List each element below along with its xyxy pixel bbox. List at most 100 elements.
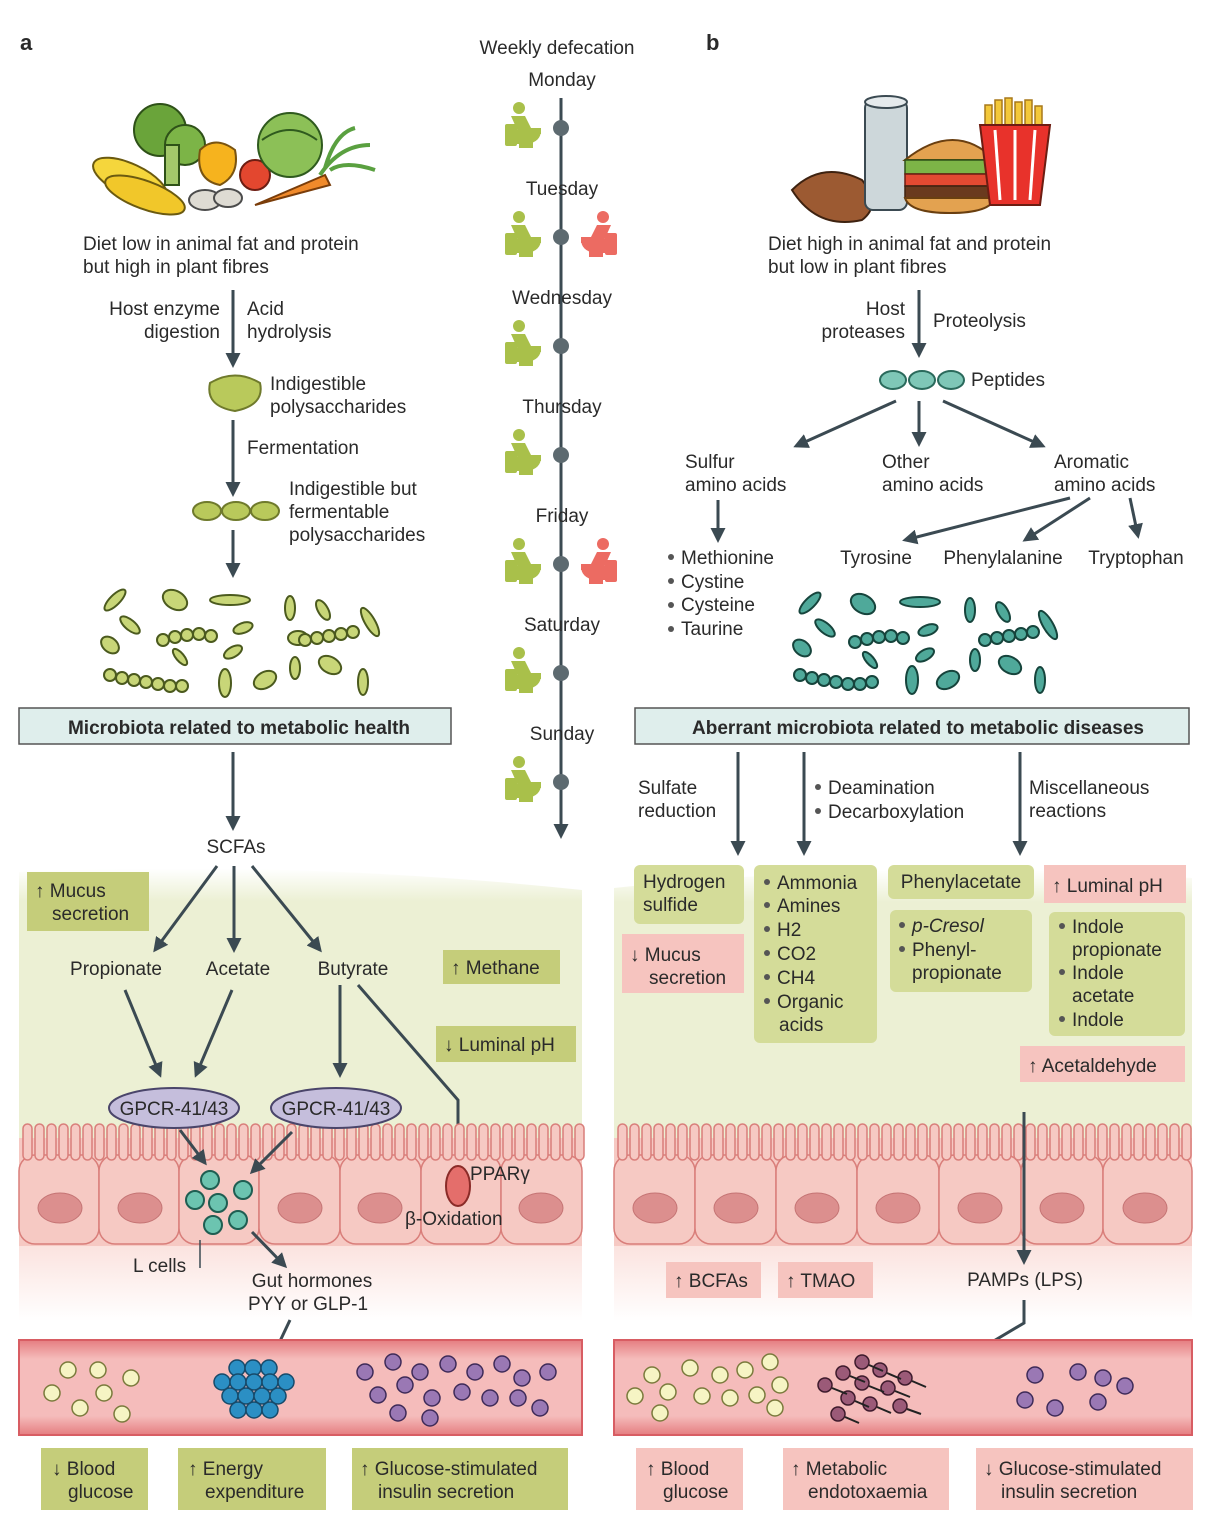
outcome-b-1-line1: ↑ Blood: [646, 1459, 709, 1480]
microbiota-aberrant-label: Aberrant microbiota related to metabolic…: [692, 718, 1144, 739]
day-marker-saturday: [553, 665, 569, 681]
arrow-scfa-propionate: [153, 865, 219, 953]
glucose-particles-b: [626, 1353, 789, 1422]
toilet-red-icon: [581, 211, 617, 257]
toilet-green-icon: [505, 756, 541, 802]
tmao-box: [778, 1262, 873, 1298]
phenylalanine-label: Phenylalanine: [943, 548, 1062, 569]
outcome-b-3-line1: ↓ Glucose-stimulated: [984, 1459, 1161, 1480]
gut-hormones-line1: Gut hormones: [252, 1271, 372, 1292]
pamps-label: PAMPs (LPS): [967, 1270, 1083, 1291]
mucus-a-box: [27, 872, 149, 931]
mucus-b-line2: secretion: [649, 968, 726, 989]
mucus-b-box: [622, 934, 744, 993]
day-marker-sunday: [553, 774, 569, 790]
outcome-a-2-box: [178, 1448, 326, 1510]
aromatic-line2: amino acids: [1054, 475, 1155, 496]
weekly-defecation-timeline: Weekly defecation MondayTuesdayWednesday…: [480, 38, 634, 839]
methane-label: ↑ Methane: [451, 958, 540, 979]
bcfas-label: ↑ BCFAs: [674, 1271, 748, 1292]
outcome-a-1-line2: glucose: [68, 1482, 134, 1503]
diet-a-line2: but high in plant fibres: [83, 257, 269, 278]
hydrogen-sulfide-line1: Hydrogen: [643, 872, 725, 893]
energy-particles-a: [213, 1359, 295, 1419]
day-marker-thursday: [553, 447, 569, 463]
day-label-tuesday: Tuesday: [526, 179, 599, 200]
acetaldehyde-box: [1020, 1046, 1185, 1082]
proteolysis-label: Proteolysis: [933, 311, 1026, 332]
tryptophan-label: Tryptophan: [1088, 548, 1183, 569]
hydrogen-sulfide-box: [634, 865, 744, 924]
blood-vessel-b: [613, 1339, 1193, 1436]
cresol-line1: p-Cresol: [911, 916, 985, 937]
panel-a: a Diet low in animal fat and protein but…: [18, 30, 585, 1510]
outcome-a-1-box: [41, 1448, 148, 1510]
sulfur-line2: amino acids: [685, 475, 786, 496]
day-label-wednesday: Wednesday: [512, 288, 612, 309]
peptide-fragments: [879, 370, 965, 390]
indole-line4: acetate: [1072, 986, 1134, 1007]
sulfur-item-4: Taurine: [681, 619, 743, 640]
misc-line1: Miscellaneous: [1029, 778, 1149, 799]
gpcr-right-label: GPCR-41/43: [282, 1099, 391, 1120]
phenylacetate-label: Phenylacetate: [901, 872, 1021, 893]
indole-line5: Indole: [1072, 1010, 1124, 1031]
sulfur-item-1: Methionine: [681, 548, 774, 569]
outcome-a-2-line2: expenditure: [205, 1482, 304, 1503]
ppar-nucleus: [445, 1165, 471, 1207]
panel-a-letter: a: [20, 30, 33, 55]
diet-b-line1: Diet high in animal fat and protein: [768, 234, 1051, 255]
sulfur-amino-acids-list: Methionine Cystine Cysteine Taurine: [668, 548, 774, 640]
toilet-green-icon: [505, 538, 541, 584]
beta-oxidation-label: β-Oxidation: [405, 1209, 503, 1230]
arrow-acetate-gpcr: [193, 989, 234, 1078]
polysaccharide-blob: [208, 374, 262, 413]
toilet-green-icon: [505, 429, 541, 475]
luminal-ph-a-box: [436, 1026, 576, 1062]
sulfur-item-3: Cysteine: [681, 595, 755, 616]
arrow-gpcr-lcell-left: [178, 1129, 207, 1166]
products-box: [754, 865, 877, 1043]
tyrosine-label: Tyrosine: [840, 548, 912, 569]
other-line2: amino acids: [882, 475, 983, 496]
indole-box: [1049, 912, 1185, 1036]
outcome-b-3-line2: insulin secretion: [1001, 1482, 1137, 1503]
outcome-b-2-line2: endotoxaemia: [808, 1482, 928, 1503]
fermentable-fragments: [192, 501, 280, 521]
host-enzyme-line1: Host enzyme: [109, 299, 220, 320]
bacteria-aberrant: [792, 591, 1059, 695]
arrow-scfa-butyrate: [250, 865, 322, 953]
butyrate-label: Butyrate: [318, 959, 389, 980]
toilet-green-icon: [505, 211, 541, 257]
misc-line2: reactions: [1029, 801, 1106, 822]
acid-hydrolysis-line2: hydrolysis: [247, 322, 331, 343]
bcfas-box: [666, 1262, 761, 1298]
fermentable-line1: Indigestible but: [289, 479, 418, 500]
product-organic: Organic: [777, 992, 844, 1013]
indigestible-line1: Indigestible: [270, 374, 366, 395]
sulfur-item-2: Cystine: [681, 572, 744, 593]
outcome-a-3-line2: insulin secretion: [378, 1482, 514, 1503]
diet-b-line2: but low in plant fibres: [768, 257, 947, 278]
arrow-to-tryptophan: [1128, 497, 1143, 539]
arrow-to-aromatic: [942, 399, 1046, 448]
day-marker-tuesday: [553, 229, 569, 245]
luminal-ph-a-label: ↓ Luminal pH: [444, 1035, 555, 1056]
acetaldehyde-label: ↑ Acetaldehyde: [1028, 1056, 1157, 1077]
day-label-thursday: Thursday: [522, 397, 602, 418]
product-h2: H2: [777, 920, 801, 941]
indole-line3: Indole: [1072, 963, 1124, 984]
insulin-particles-a: [356, 1353, 557, 1427]
luminal-ph-b-box: [1044, 865, 1186, 903]
outcome-a-3-box: [352, 1448, 568, 1510]
decarboxylation-label: Decarboxylation: [828, 802, 964, 823]
hydrogen-sulfide-line2: sulfide: [643, 895, 698, 916]
methane-box: [443, 950, 560, 984]
toilet-green-icon: [505, 320, 541, 366]
sulfate-line1: Sulfate: [638, 778, 697, 799]
cresol-line2: Phenyl-: [912, 940, 976, 961]
arrow-to-tyrosine: [902, 496, 1071, 545]
cresol-line3: propionate: [912, 963, 1002, 984]
day-label-monday: Monday: [528, 70, 596, 91]
